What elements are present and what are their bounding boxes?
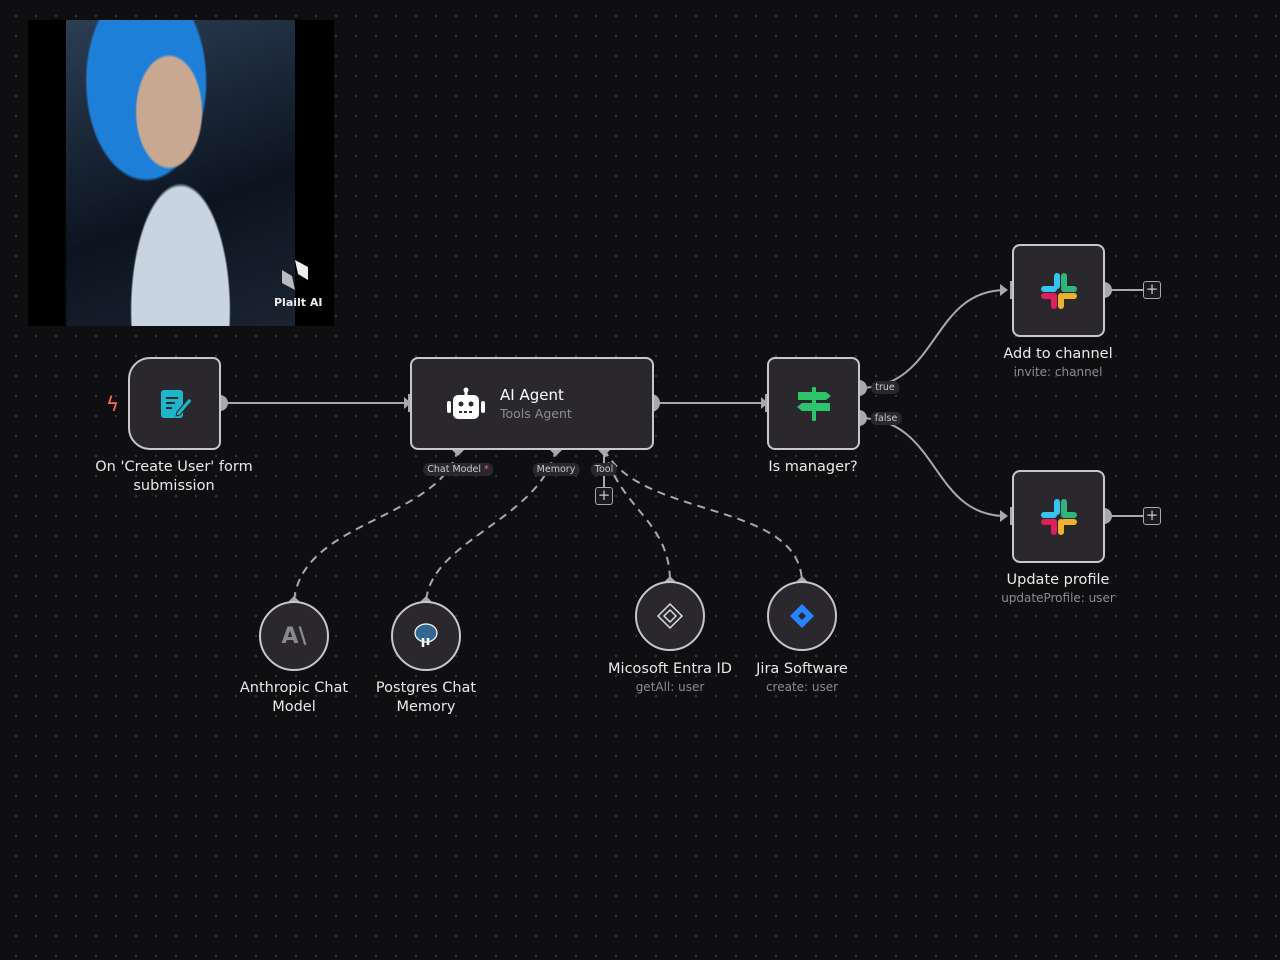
handle-memory[interactable]: Memory bbox=[532, 463, 580, 476]
output-true: true bbox=[871, 381, 899, 394]
trigger-bolt-icon: ϟ bbox=[106, 392, 120, 416]
logo-text: Plailt AI bbox=[274, 296, 323, 309]
entra-diamond-icon bbox=[656, 602, 684, 630]
form-icon bbox=[160, 389, 193, 418]
robot-woman-image bbox=[66, 20, 295, 326]
entra-label: Micosoft Entra ID bbox=[608, 661, 732, 677]
add-channel-label: Add to channel bbox=[1003, 346, 1113, 362]
node-is-manager[interactable] bbox=[767, 357, 860, 450]
handle-tool[interactable]: Tool bbox=[590, 463, 618, 476]
node-add-to-channel[interactable] bbox=[1012, 244, 1105, 337]
slack-icon bbox=[1040, 498, 1077, 535]
postgres-label-line1: Postgres Chat bbox=[375, 680, 477, 696]
update-profile-sub: updateProfile: user bbox=[1001, 591, 1115, 605]
connection-memory bbox=[425, 448, 557, 603]
required-mark: * bbox=[484, 464, 489, 475]
node-entra-id[interactable] bbox=[635, 581, 705, 651]
if-label: Is manager? bbox=[768, 459, 858, 475]
agent-subtitle: Tools Agent bbox=[500, 406, 572, 421]
plaiit-logo-icon bbox=[278, 258, 312, 292]
jira-label: Jira Software bbox=[756, 661, 848, 677]
jira-sub: create: user bbox=[765, 680, 839, 694]
add-tool-button[interactable]: + bbox=[595, 487, 613, 505]
slack-icon bbox=[1040, 272, 1077, 309]
ad-image-overlay: Plailt AI bbox=[28, 20, 334, 326]
postgres-elephant-icon bbox=[414, 623, 438, 647]
node-jira[interactable] bbox=[767, 581, 837, 651]
add-channel-sub: invite: channel bbox=[1013, 365, 1103, 379]
handle-chat-model[interactable]: Chat Model * bbox=[423, 463, 493, 476]
anthropic-label-line2: Model bbox=[272, 699, 316, 715]
agent-title: AI Agent bbox=[500, 386, 564, 404]
node-postgres-memory[interactable] bbox=[391, 601, 461, 671]
connection-chat-model bbox=[293, 448, 459, 603]
add-after-channel-button[interactable]: + bbox=[1143, 281, 1161, 299]
node-anthropic-chat-model[interactable]: A\ bbox=[259, 601, 329, 671]
update-profile-label: Update profile bbox=[1006, 572, 1110, 588]
jira-icon bbox=[790, 604, 814, 628]
connection-tool-jira bbox=[603, 448, 803, 583]
anthropic-icon: A\ bbox=[281, 623, 307, 649]
trigger-label: On 'Create User' form submission bbox=[95, 459, 253, 494]
signpost-icon bbox=[796, 386, 831, 421]
add-after-update-button[interactable]: + bbox=[1143, 507, 1161, 525]
postgres-label-line2: Memory bbox=[396, 699, 456, 715]
entra-sub: getAll: user bbox=[635, 680, 705, 694]
anthropic-label-line1: Anthropic Chat bbox=[239, 680, 349, 696]
node-form-trigger[interactable] bbox=[128, 357, 221, 450]
robot-icon bbox=[447, 387, 485, 419]
chat-model-label: Chat Model bbox=[427, 464, 481, 475]
node-update-profile[interactable] bbox=[1012, 470, 1105, 563]
output-false: false bbox=[870, 412, 902, 425]
node-ai-agent[interactable]: AI Agent Tools Agent bbox=[410, 357, 654, 450]
